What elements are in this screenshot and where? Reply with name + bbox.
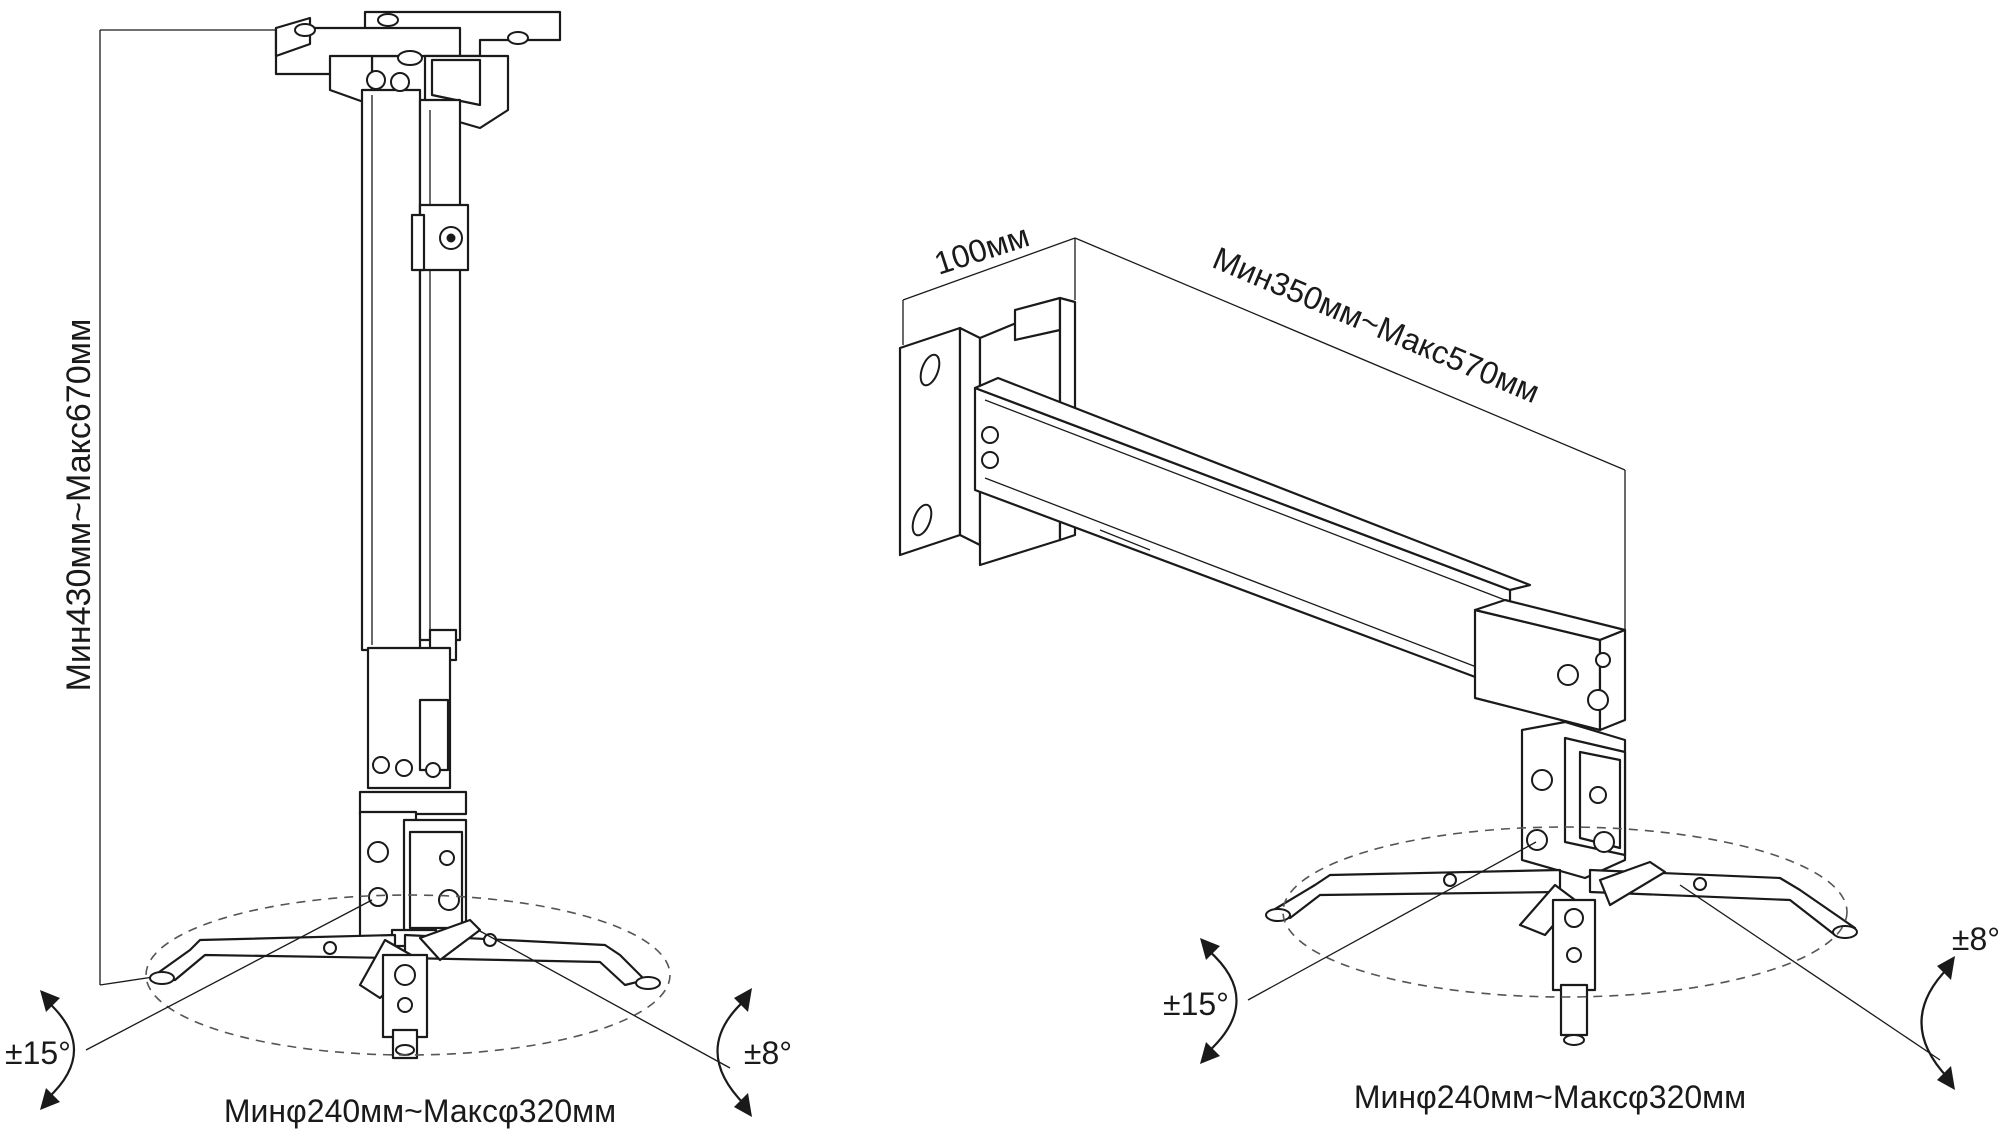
wall-dimension-lines: [902, 237, 1626, 650]
wall-swivel-arrow: [1920, 956, 1955, 1090]
ceiling-tilt-label: ±15°: [5, 1035, 71, 1071]
wall-mount: 100мм Мин350мм~Макс570мм: [898, 217, 2000, 1115]
ceiling-mount: Мин430мм~Макс670мм: [5, 10, 792, 1129]
wall-telescopic-arm: [973, 376, 1627, 732]
ceiling-tilt-arrow: [40, 990, 76, 1110]
ceiling-swivel-label: ±8°: [744, 1035, 792, 1071]
ceiling-diameter-label: Минφ240мм~Максφ320мм: [224, 1093, 616, 1129]
wall-plate: [898, 326, 982, 557]
wall-tilt-label: ±15°: [1163, 986, 1229, 1022]
wall-diameter-label: Минφ240мм~Максφ320мм: [1354, 1079, 1746, 1115]
wall-swivel-label: ±8°: [1952, 921, 2000, 957]
wall-tilt-arrow: [1200, 938, 1238, 1064]
ceiling-pole: [360, 70, 470, 790]
wall-extension-label: Мин350мм~Макс570мм: [1208, 240, 1545, 410]
wall-spider-bracket: [1265, 860, 1858, 1046]
wall-tilt-head: [1520, 720, 1627, 880]
ceiling-swivel-arrow: [716, 988, 752, 1117]
height-dimension-line: [99, 29, 278, 986]
ceiling-height-label: Мин430мм~Макс670мм: [60, 319, 98, 692]
ceiling-diameter-ellipse: [145, 894, 671, 1056]
wall-diameter-ellipse: [1282, 826, 1848, 998]
ceiling-spider-bracket: [149, 918, 661, 1060]
ceiling-tilt-head: [358, 790, 468, 948]
